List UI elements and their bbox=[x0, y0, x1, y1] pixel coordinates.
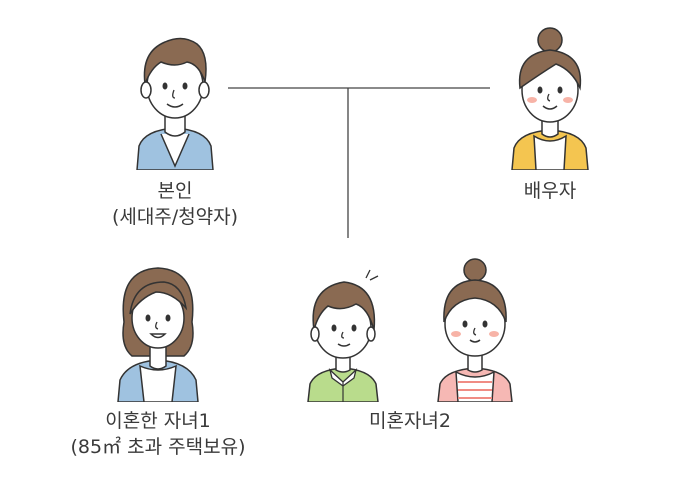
married-child-figure bbox=[108, 262, 208, 403]
self-figure bbox=[125, 28, 225, 171]
boy-figure bbox=[298, 268, 388, 403]
married-child-note: (85㎡ 초과 주택보유) bbox=[70, 436, 246, 458]
spouse-figure bbox=[500, 24, 600, 171]
woman-bob-avatar-icon bbox=[117, 267, 199, 403]
unmarried-child-label: 미혼자녀2 bbox=[330, 408, 490, 434]
woman-bun-avatar-icon bbox=[511, 27, 589, 171]
boy-avatar-icon bbox=[307, 269, 379, 403]
married-child-name: 이혼한 자녀1 bbox=[105, 410, 211, 432]
girl-figure bbox=[430, 258, 520, 403]
self-label: 본인 (세대주/청약자) bbox=[95, 178, 255, 230]
self-role: (세대주/청약자) bbox=[111, 206, 239, 228]
self-name: 본인 bbox=[157, 180, 193, 202]
spouse-label: 배우자 bbox=[480, 178, 620, 204]
spouse-name: 배우자 bbox=[523, 180, 577, 202]
married-child-label: 이혼한 자녀1 (85㎡ 초과 주택보유) bbox=[58, 408, 258, 460]
unmarried-child-name: 미혼자녀2 bbox=[368, 410, 451, 432]
girl-bun-avatar-icon bbox=[437, 258, 513, 403]
man-avatar-icon bbox=[136, 37, 214, 171]
